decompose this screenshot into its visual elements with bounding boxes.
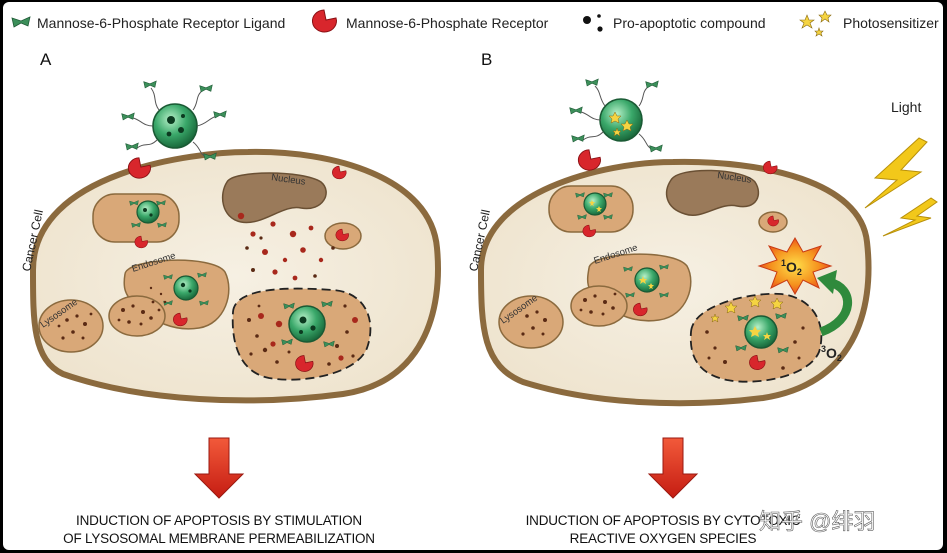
nucleus-b [665, 169, 760, 216]
lightning-bolt-icon [864, 137, 938, 237]
compound-red-permeabilized-a [258, 313, 358, 361]
nucleus-label-b: Nucleus [717, 170, 753, 186]
fusing-lysosome-a [108, 295, 166, 337]
panel-a-letter: A [40, 50, 52, 69]
nanoparticle-small-b2 [623, 264, 669, 317]
receptor-membrane-a1 [127, 157, 151, 179]
nanoparticle-large-b [735, 312, 789, 371]
receptor-membrane-b1 [577, 149, 601, 171]
singlet-oxygen-burst [757, 236, 833, 296]
down-arrow-b [647, 437, 699, 499]
down-arrow-a [193, 437, 245, 499]
endosome-top-a [92, 193, 180, 243]
singlet-oxygen-sub: 2 [797, 267, 802, 277]
panel-b-letter: B [481, 50, 492, 69]
photosensitizer-legend-label: Photosensitizer [843, 15, 939, 31]
fusing-lysosome-b [570, 285, 628, 327]
compound-legend-label: Pro-apoptotic compound [613, 15, 766, 31]
receptor-legend-icon [311, 9, 337, 33]
released-compound-a [237, 212, 335, 281]
lysosome-a [38, 299, 104, 353]
caption-a-line1: INDUCTION OF APOPTOSIS BY STIMULATION [76, 513, 362, 528]
receptor-membrane-b2 [763, 160, 778, 175]
nanoparticle-external-a [121, 80, 227, 161]
compound-dots-permeabilized-a [247, 304, 355, 366]
nanoparticle-external-b [569, 78, 663, 153]
panel-b: B Cancer Cell Nucleus Endosome [466, 50, 938, 546]
watermark-text: 知乎 @绯羽 [759, 509, 875, 534]
triplet-oxygen-o: O [826, 345, 837, 361]
triplet-oxygen-sup: 3 [821, 344, 826, 354]
compound-dots-fusing-b [579, 292, 617, 316]
nanoparticle-large-a [281, 300, 335, 372]
ligand-legend-icon [11, 16, 31, 28]
singlet-oxygen-label: 1O2 [781, 258, 802, 277]
compound-dots-lysosome-a [57, 312, 93, 340]
caption-b-line1: INDUCTION OF APOPTOSIS BY CYTOTOXIC [526, 513, 801, 528]
oxygen-conversion-arrow [817, 270, 852, 337]
caption-b-line2: REACTIVE OXYGEN SPECIES [570, 531, 757, 546]
compound-dots-fusing-a [117, 286, 167, 326]
caption-a-line2: OF LYSOSOMAL MEMBRANE PERMEABILIZATION [63, 531, 375, 546]
panel-a: A Cancer Cell Nucleus Endosome [19, 50, 441, 546]
nanoparticle-small-a2 [163, 272, 209, 327]
lysosome-b [498, 295, 564, 349]
figure-svg: Mannose-6-Phosphate Receptor Ligand Mann… [11, 9, 939, 546]
figure-panel: Mannose-6-Phosphate Receptor Ligand Mann… [3, 2, 943, 550]
nucleus-a [221, 172, 327, 224]
nanoparticle-small-a1 [129, 200, 167, 249]
ligand-legend-label: Mannose-6-Phosphate Receptor Ligand [37, 15, 285, 31]
triplet-oxygen-sub: 2 [837, 353, 842, 363]
singlet-oxygen-sup: 1 [781, 258, 786, 268]
compound-legend-icon [583, 14, 603, 32]
photosensitizer-legend-icon [799, 10, 832, 37]
nanoparticle-small-b1 [575, 192, 613, 238]
triplet-oxygen-label: 3O2 [821, 344, 842, 363]
compound-dots-lysosome-b [521, 310, 547, 336]
receptor-legend-label: Mannose-6-Phosphate Receptor [346, 15, 549, 31]
singlet-oxygen-o: O [786, 259, 797, 275]
photosensitizer-stars-b [710, 295, 784, 323]
light-label: Light [891, 99, 921, 115]
nucleus-label-a: Nucleus [271, 172, 307, 188]
legend: Mannose-6-Phosphate Receptor Ligand Mann… [11, 9, 939, 37]
compound-dots-lysosome-dashed-b [705, 326, 805, 370]
